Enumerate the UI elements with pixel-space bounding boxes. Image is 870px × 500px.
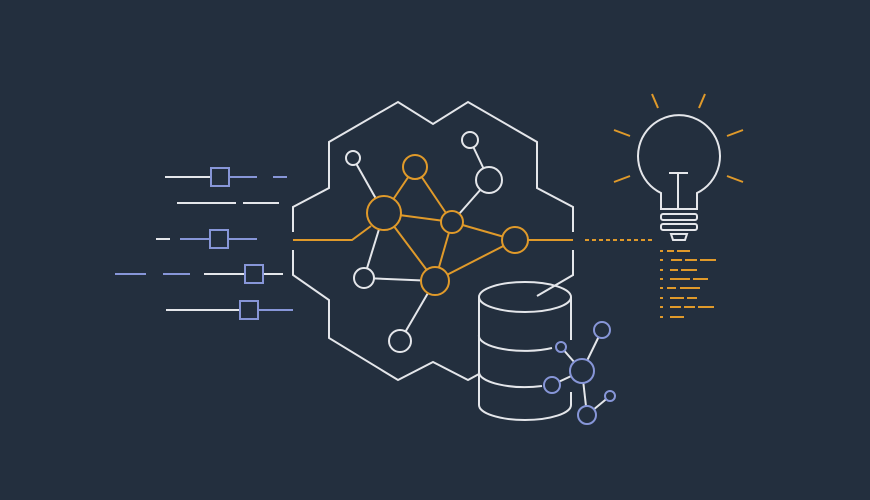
slider-row bbox=[165, 167, 287, 187]
network-node bbox=[345, 150, 361, 166]
network-node bbox=[461, 131, 479, 149]
slider-row bbox=[156, 229, 257, 249]
graph-node bbox=[577, 405, 597, 425]
graph-node bbox=[604, 390, 616, 402]
slider-handle[interactable] bbox=[239, 300, 259, 320]
slider-handle[interactable] bbox=[210, 167, 230, 187]
lightbulb-icon bbox=[613, 93, 744, 241]
light-rays bbox=[613, 93, 744, 183]
graph-node bbox=[593, 321, 611, 339]
network-outline bbox=[292, 100, 574, 382]
slider-controls-icon bbox=[115, 167, 293, 320]
network-node bbox=[353, 267, 375, 289]
slider-row bbox=[166, 300, 293, 320]
code-lines-icon bbox=[660, 250, 716, 318]
graph-node bbox=[555, 341, 567, 353]
neural-network-icon bbox=[292, 100, 652, 382]
network-node bbox=[475, 166, 503, 194]
network-node bbox=[388, 329, 412, 353]
input-line bbox=[293, 225, 372, 241]
network-node bbox=[402, 154, 428, 180]
graph-nodes-icon bbox=[543, 321, 616, 425]
network-node bbox=[420, 266, 450, 296]
slider-handle[interactable] bbox=[209, 229, 229, 249]
graph-node bbox=[569, 358, 595, 384]
slider-handle[interactable] bbox=[244, 264, 264, 284]
network-node bbox=[366, 195, 402, 231]
network-node bbox=[501, 226, 529, 254]
network-node bbox=[440, 210, 464, 234]
graph-node bbox=[543, 376, 561, 394]
slider-row bbox=[115, 264, 283, 284]
